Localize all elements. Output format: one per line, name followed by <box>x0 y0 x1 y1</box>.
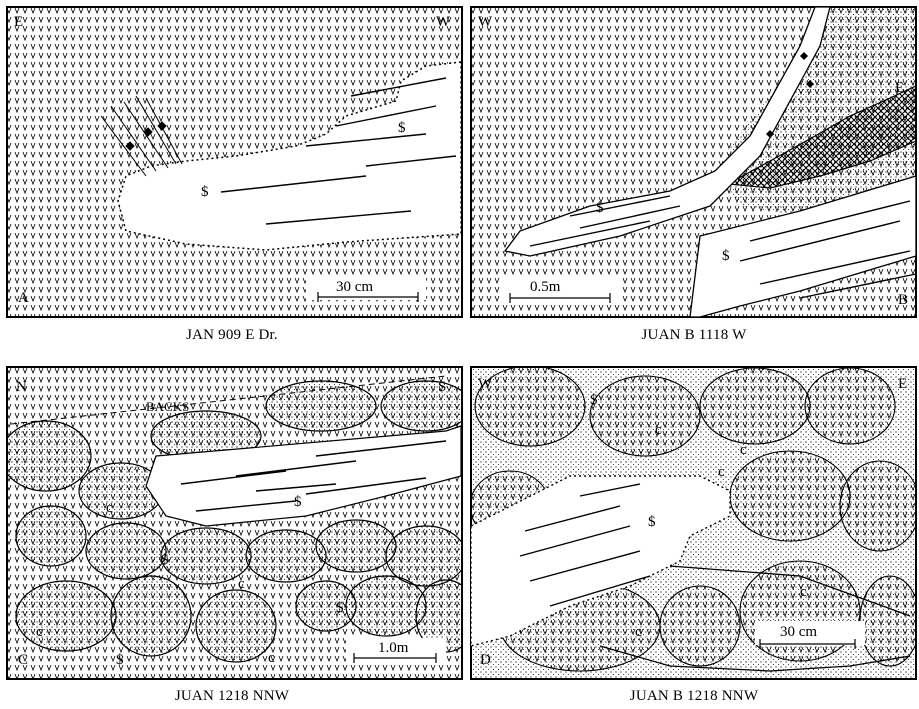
panel-d: W E $ $ c c c c c 30 cm D <box>470 366 917 680</box>
direction-right: E <box>898 376 907 392</box>
mineral-symbol: $ <box>590 392 598 408</box>
mineral-symbol: $ <box>398 120 406 136</box>
mineral-symbol: $ <box>336 600 344 616</box>
direction-left: E <box>14 14 23 30</box>
panel-c: N S BACKS $ $ $ $ c c c c 1.0m C <box>6 366 463 680</box>
cement-symbol: c <box>740 442 747 458</box>
caption-d: JUAN B 1218 NNW <box>474 688 914 705</box>
scale-label: 0.5m <box>530 279 561 295</box>
cement-symbol: c <box>36 624 43 640</box>
caption-a: JAN 909 E Dr. <box>12 327 452 344</box>
panel-a: E W $ $ 30 cm A <box>6 6 463 318</box>
panel-letter: A <box>18 290 29 306</box>
mineral-symbol: $ <box>648 514 656 530</box>
cement-symbol: c <box>106 500 113 516</box>
panel-letter: B <box>898 292 908 308</box>
mineral-symbol: $ <box>596 200 604 216</box>
cement-symbol: c <box>268 650 275 666</box>
backs-label: BACKS <box>146 399 189 414</box>
scale-label: 30 cm <box>336 279 373 295</box>
direction-left: W <box>478 14 493 30</box>
mineral-symbol: $ <box>722 248 730 264</box>
direction-right: S <box>438 379 446 395</box>
direction-right: W <box>436 14 451 30</box>
direction-left: N <box>16 379 27 395</box>
mineral-symbol: $ <box>294 494 302 510</box>
cement-symbol: c <box>800 584 807 600</box>
caption-c: JUAN 1218 NNW <box>12 688 452 705</box>
cement-symbol: c <box>655 422 662 438</box>
mineral-symbol: $ <box>161 552 169 568</box>
cement-symbol: c <box>238 576 245 592</box>
mineral-symbol: $ <box>201 184 209 200</box>
direction-left: W <box>478 376 493 392</box>
panel-letter: C <box>18 652 28 668</box>
mineral-symbol: $ <box>116 652 124 668</box>
panel-letter: D <box>480 652 491 668</box>
scale-label: 1.0m <box>378 640 409 656</box>
cement-symbol: c <box>635 624 642 640</box>
caption-b: JUAN B 1118 W <box>474 327 914 344</box>
panel-b: W E $ $ 0.5m B <box>470 6 917 318</box>
direction-right: E <box>895 80 904 96</box>
cement-symbol: c <box>718 464 725 480</box>
scale-label: 30 cm <box>780 624 817 640</box>
